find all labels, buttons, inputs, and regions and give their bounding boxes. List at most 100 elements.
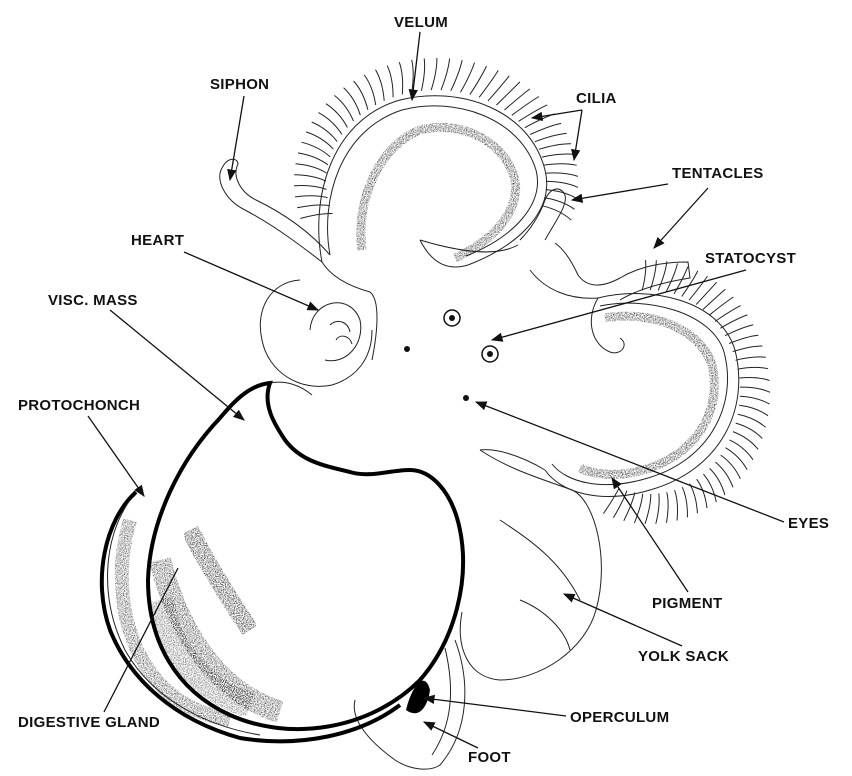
arrow-tentacles-1 — [572, 184, 668, 200]
cilium — [710, 468, 725, 495]
cilium — [535, 133, 567, 141]
label-pigment: PIGMENT — [652, 595, 722, 612]
velum-upper-lobe — [319, 96, 547, 267]
cilium — [697, 479, 707, 508]
arrow-cilia-1 — [532, 110, 582, 118]
cilium — [431, 58, 437, 90]
cilium — [451, 60, 462, 91]
cilium — [525, 114, 555, 128]
cilium — [725, 448, 747, 470]
cilium — [530, 123, 561, 134]
cilium — [354, 81, 368, 110]
cilium — [546, 190, 577, 199]
cilium — [461, 63, 475, 93]
cilium — [729, 335, 758, 343]
cilium — [740, 396, 770, 404]
cilium — [666, 264, 677, 292]
eye-left-dot — [404, 346, 410, 352]
cilium — [376, 70, 385, 101]
cilium — [539, 144, 571, 150]
cilium — [696, 282, 717, 304]
cilium — [387, 66, 393, 98]
cilium — [294, 186, 326, 190]
label-eyes: EYES — [788, 515, 829, 532]
arrow-protochonch — [88, 416, 144, 496]
cilium — [738, 367, 768, 369]
siphon — [220, 159, 330, 262]
cilium — [334, 95, 353, 121]
cilium — [344, 88, 361, 115]
arrow-pigment — [612, 478, 688, 592]
cilium — [603, 488, 619, 514]
cilium — [656, 494, 659, 524]
cilium — [364, 75, 375, 105]
arrow-cilia-2 — [574, 110, 582, 160]
cilium — [488, 76, 509, 101]
label-yolk-sack: YOLK SACK — [638, 648, 729, 665]
label-statocyst: STATOCYST — [705, 250, 796, 267]
cilium — [645, 494, 651, 524]
cilium — [658, 261, 667, 290]
cilium — [715, 462, 733, 487]
cilium — [642, 260, 646, 290]
cilium — [667, 492, 669, 523]
cilium — [740, 387, 770, 392]
cilium — [675, 490, 678, 520]
arrow-heart — [184, 252, 318, 310]
tentacles — [520, 189, 690, 300]
cilium — [703, 289, 725, 309]
label-protochonch: PROTOCHONCH — [18, 397, 140, 414]
cilium — [312, 122, 338, 142]
label-heart: HEART — [131, 232, 184, 249]
cilium — [546, 173, 578, 177]
cilium — [542, 206, 571, 220]
visceral-mass — [148, 382, 463, 729]
cilium — [297, 205, 330, 208]
cilium — [296, 164, 327, 173]
cilium — [720, 315, 747, 328]
cilium — [294, 175, 326, 181]
cilium — [689, 276, 707, 300]
cilium — [736, 357, 766, 360]
yolk-sack — [460, 450, 601, 680]
cilium — [733, 432, 758, 450]
cilium — [441, 59, 450, 91]
eye-right-dot — [463, 395, 469, 401]
cilium — [542, 154, 575, 157]
cilium — [496, 82, 520, 105]
cilium — [624, 493, 635, 521]
cilium — [546, 181, 578, 187]
cilium — [399, 62, 402, 94]
label-cilia: CILIA — [576, 90, 617, 107]
label-operculum: OPERCULUM — [570, 709, 669, 726]
label-siphon: SIPHON — [210, 76, 269, 93]
cilium — [730, 440, 754, 460]
cilium — [682, 487, 687, 517]
head-body — [322, 240, 598, 470]
cilium — [721, 455, 741, 479]
arrow-tentacles-2 — [654, 188, 708, 248]
label-digestive-gland: DIGESTIVE GLAND — [18, 714, 160, 731]
arrow-operculum — [424, 698, 566, 716]
label-tentacles: TENTACLES — [672, 165, 764, 182]
cilium — [512, 97, 539, 116]
cilium — [725, 325, 753, 336]
cilium — [504, 89, 529, 110]
operculum — [406, 681, 430, 714]
cilium — [739, 377, 769, 380]
cilium — [298, 153, 328, 165]
cilium — [421, 58, 424, 90]
cilium — [295, 196, 328, 198]
statocysts — [444, 310, 498, 362]
cilium — [733, 346, 763, 352]
cilium — [739, 405, 768, 415]
arrow-foot — [424, 722, 478, 748]
label-foot: FOOT — [468, 749, 511, 766]
cilium — [326, 104, 348, 128]
label-visc-mass: VISC. MASS — [48, 292, 138, 309]
heart — [260, 280, 372, 386]
cilium — [306, 132, 333, 149]
cilium — [736, 423, 763, 438]
cilium — [544, 164, 577, 166]
